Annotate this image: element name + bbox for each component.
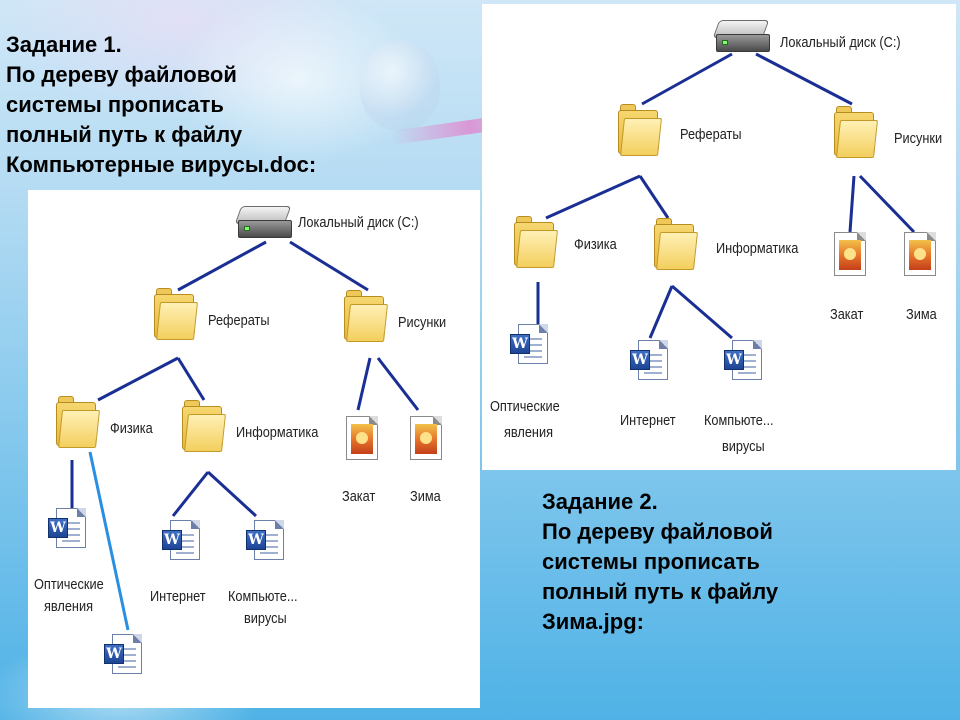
word-document-icon-extra: W [104, 634, 144, 680]
root-label: Локальный диск (C:) [298, 214, 419, 231]
task-1-text: Задание 1. По дереву файловой системы пр… [6, 30, 316, 180]
image-file-icon-zima [900, 232, 940, 280]
path-highlight-line [88, 451, 130, 631]
folder-label-informatika: Информатика [236, 424, 319, 441]
task-2-line-1: Задание 2. [542, 489, 658, 514]
folder-icon-informatika [654, 218, 698, 272]
file-label-kompyute-2: вирусы [722, 438, 765, 455]
folder-icon-informatika [182, 400, 226, 454]
file-label-opticheskie-1: Оптические [490, 398, 560, 415]
folder-label-informatika: Информатика [716, 240, 799, 257]
word-document-icon-opticheskie: W [510, 324, 550, 370]
file-label-zakat: Закат [830, 306, 864, 323]
folder-icon-fizika [514, 216, 558, 270]
word-document-icon-kompyuternye-virusy: W [724, 340, 764, 386]
folder-label-referaty: Рефераты [208, 312, 270, 329]
task-2-line-4: полный путь к файлу [542, 579, 779, 604]
word-document-icon-internet: W [630, 340, 670, 386]
image-file-icon-zima [406, 416, 446, 464]
task-1-line-1: Задание 1. [6, 32, 122, 57]
file-label-opticheskie-2: явления [504, 424, 553, 441]
file-label-kompyute-1: Компьюте... [228, 588, 298, 605]
tree-lines-left [70, 240, 420, 631]
tree-lines-right [536, 52, 916, 340]
hard-disk-icon [234, 206, 294, 242]
tree-panel-right: Локальный диск (C:) Рефераты Рисунки Физ… [482, 4, 956, 470]
file-label-opticheskie-2: явления [44, 598, 93, 615]
word-document-icon-opticheskie: W [48, 508, 88, 554]
file-label-internet: Интернет [150, 588, 206, 605]
image-file-icon-zakat [830, 232, 870, 280]
folder-icon-fizika [56, 396, 100, 450]
folder-label-risunki: Рисунки [894, 130, 943, 147]
task-2-line-3: системы прописать [542, 549, 760, 574]
file-label-zima: Зима [906, 306, 937, 323]
task-1-line-5: Компьютерные вирусы.doc: [6, 152, 317, 177]
folder-icon-referaty [618, 104, 662, 158]
word-document-icon-internet: W [162, 520, 202, 566]
task-1-line-4: полный путь к файлу [6, 122, 243, 147]
word-document-icon-kompyuternye-virusy: W [246, 520, 286, 566]
file-label-zakat: Закат [342, 488, 376, 505]
image-file-icon-zakat [342, 416, 382, 464]
folder-icon-risunki [344, 290, 388, 344]
task-2-line-2: По дереву файловой [542, 519, 773, 544]
file-label-kompyute-2: вирусы [244, 610, 287, 627]
file-label-kompyute-1: Компьюте... [704, 412, 774, 429]
folder-icon-referaty [154, 288, 198, 342]
file-label-opticheskie-1: Оптические [34, 576, 104, 593]
folder-label-risunki: Рисунки [398, 314, 447, 331]
folder-label-fizika: Физика [110, 420, 153, 437]
task-1-line-2: По дереву файловой [6, 62, 237, 87]
folder-label-referaty: Рефераты [680, 126, 742, 143]
root-label: Локальный диск (C:) [780, 34, 901, 51]
folder-icon-risunki [834, 106, 878, 160]
balloon-decoration [360, 40, 440, 130]
task-2-line-5: Зима.jpg: [542, 609, 644, 634]
tree-panel-left: Локальный диск (C:) Рефераты Рисунки Физ… [28, 190, 480, 708]
task-1-line-3: системы прописать [6, 92, 224, 117]
file-label-internet: Интернет [620, 412, 676, 429]
file-label-zima: Зима [410, 488, 441, 505]
hard-disk-icon [712, 20, 772, 56]
task-2-text: Задание 2. По дереву файловой системы пр… [542, 487, 778, 637]
folder-label-fizika: Физика [574, 236, 617, 253]
